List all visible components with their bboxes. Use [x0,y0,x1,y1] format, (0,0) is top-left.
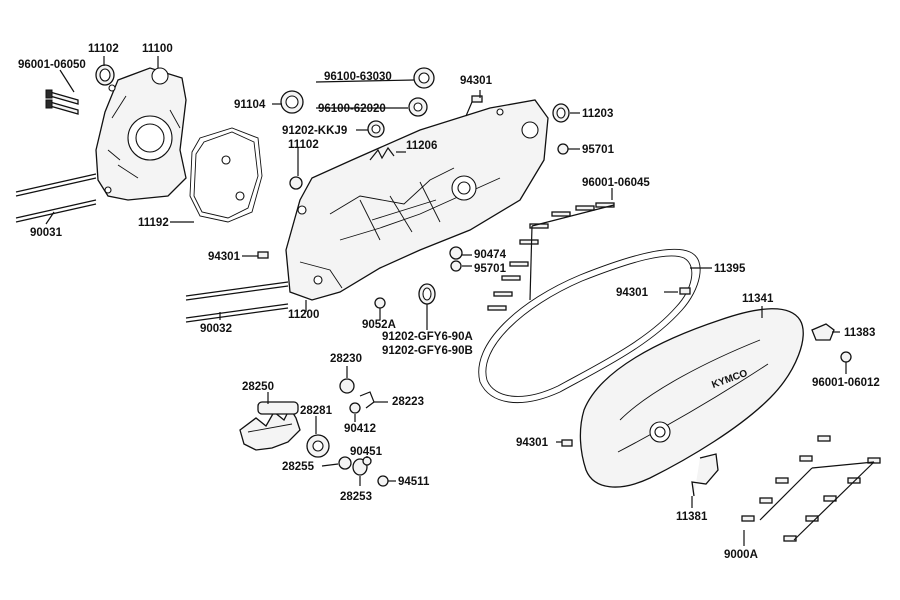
label-11381: 11381 [676,511,708,523]
bearing-96100-62020 [408,97,428,117]
label-95701-top: 95701 [582,144,615,156]
label-90451: 90451 [350,446,383,458]
bush-28230 [339,378,355,394]
bolts-96001-06045 [487,202,615,311]
label-96001-06012: 96001-06012 [812,377,880,389]
label-96100-63030: 96100-63030 [324,71,392,83]
bolts-96001-06050 [45,89,79,115]
label-11395: 11395 [714,263,746,275]
label-91202-gfy6-90b: 91202-GFY6-90B [382,345,473,357]
bearing-91104 [280,90,304,114]
left-crankcase-half [95,67,187,201]
label-9052a: 9052A [362,319,396,331]
bolt-95701-top [557,143,569,155]
label-96100-62020: 96100-62020 [318,103,386,115]
label-11192: 11192 [138,217,169,229]
label-11203: 11203 [582,108,613,120]
label-90412: 90412 [344,423,376,435]
label-90474: 90474 [474,249,507,261]
washer-90451 [362,456,372,466]
clip-94511 [377,475,389,487]
washer-90474 [449,246,463,260]
bush-11203 [552,103,570,123]
label-28255: 28255 [282,461,315,473]
dowel-94301-bottom [561,439,573,447]
kick-starter-28250 [239,401,301,451]
label-94301-top: 94301 [460,75,493,87]
label-11341: 11341 [742,293,774,305]
drain-bolt-9052a [374,297,386,309]
label-90031: 90031 [30,227,63,239]
label-28281: 28281 [300,405,333,417]
bearing-96100-63030 [413,67,435,89]
washer-28255 [338,456,352,470]
label-96001-06045: 96001-06045 [582,177,650,189]
label-90032: 90032 [200,323,232,335]
label-28250: 28250 [242,381,274,393]
gear-28281 [306,434,330,458]
label-95701-mid: 95701 [474,263,507,275]
bolt-95701-mid [450,260,462,272]
studs-90031 [15,173,97,223]
label-11102-top: 11102 [88,43,119,55]
label-91202-gfy6-90a: 91202-GFY6-90A [382,331,473,343]
label-11102-middle: 11102 [288,139,319,151]
label-94511: 94511 [398,476,430,488]
clip-11381 [691,453,719,497]
label-11206: 11206 [406,140,437,152]
label-91202-kkj9: 91202-KKJ9 [282,125,347,137]
oil-seal-91202-kkj9 [367,120,385,138]
bolt-96001-06012 [840,351,852,363]
spring-11206 [369,146,395,161]
dowel-11102-middle [289,176,303,190]
label-11383: 11383 [844,327,875,339]
label-96001-06050: 96001-06050 [18,59,86,71]
label-11200: 11200 [288,309,319,321]
label-91104: 91104 [234,99,266,111]
part-labels: 96001-06050 11102 11100 90031 11192 9610… [18,43,880,561]
label-94301-bottom: 94301 [516,437,549,449]
leader-lines [45,56,847,546]
gasket-11192 [189,127,263,223]
label-94301-left: 94301 [208,251,241,263]
spring-28223 [359,391,375,409]
gasket-11395 [478,249,701,404]
right-crankcase-half [285,99,549,301]
label-28253: 28253 [340,491,372,503]
label-28230: 28230 [330,353,362,365]
transmission-cover-11341: KYMCO [579,308,804,488]
label-11100: 11100 [142,43,173,55]
dowel-94301-right [679,287,691,295]
label-9000a: 9000A [724,549,758,561]
studs-90032 [185,281,289,323]
bearing-11102-top [95,64,115,86]
label-28223: 28223 [392,396,424,408]
bracket-11383 [811,323,835,341]
dowel-94301-top [465,95,483,117]
dowel-94301-left [257,251,269,259]
oring-91202-gfy6 [418,283,436,305]
bolt-group-9000a [741,435,881,542]
washer-90412 [349,402,361,414]
label-94301-right: 94301 [616,287,649,299]
